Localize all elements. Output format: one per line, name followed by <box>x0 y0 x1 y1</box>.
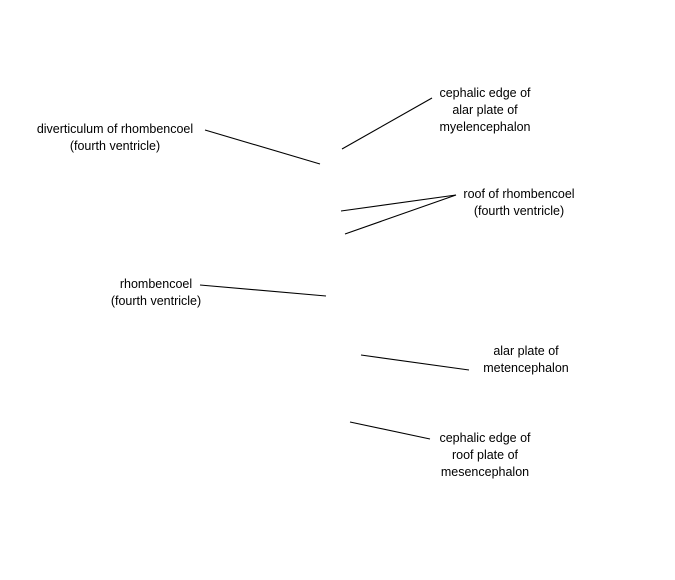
leader-line-rhombencoel <box>199 284 327 297</box>
label-line: myelencephalon <box>439 120 531 134</box>
label-line: alar plate of <box>493 344 559 358</box>
label-cephalic-edge-roof-plate: cephalic edge of roof plate of mesenceph… <box>420 430 550 481</box>
label-line: roof plate of <box>451 448 518 462</box>
label-alar-plate-metencephalon: alar plate of metencephalon <box>470 343 582 377</box>
label-roof-of-rhombencoel: roof of rhombencoel (fourth ventricle) <box>452 186 586 220</box>
leader-line-alar-metencephalon <box>360 354 470 371</box>
label-cephalic-edge-alar-plate: cephalic edge of alar plate of myelencep… <box>420 85 550 136</box>
label-line: rhombencoel <box>119 277 193 291</box>
label-diverticulum-of-rhombencoel: diverticulum of rhombencoel (fourth vent… <box>24 121 206 155</box>
label-line: alar plate of <box>452 103 518 117</box>
label-line: metencephalon <box>483 361 569 375</box>
label-line: roof of rhombencoel <box>463 187 575 201</box>
leader-line-diverticulum <box>204 129 321 165</box>
leader-line-cephalic-alar <box>341 97 433 150</box>
label-line: (fourth ventricle) <box>69 139 161 153</box>
label-rhombencoel: rhombencoel (fourth ventricle) <box>98 276 214 310</box>
leader-line-roof-rhombencoel-upper <box>340 194 457 212</box>
label-line: (fourth ventricle) <box>110 294 202 308</box>
leader-line-cephalic-roof <box>349 421 431 440</box>
label-line: (fourth ventricle) <box>473 204 565 218</box>
leader-line-roof-rhombencoel-lower <box>344 194 457 235</box>
label-line: mesencephalon <box>440 465 530 479</box>
label-line: cephalic edge of <box>439 86 531 100</box>
label-line: cephalic edge of <box>439 431 531 445</box>
label-line: diverticulum of rhombencoel <box>36 122 194 136</box>
